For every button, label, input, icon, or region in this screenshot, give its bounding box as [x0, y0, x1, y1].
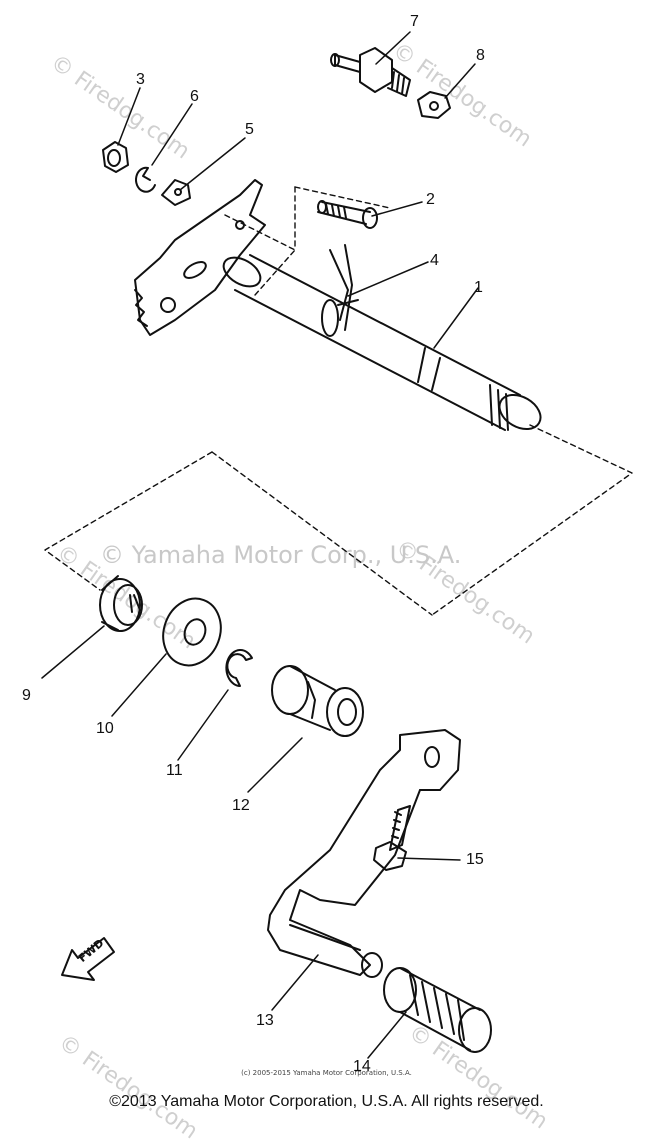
fwd-arrow — [61, 937, 115, 981]
callout-7: 7 — [410, 13, 419, 30]
e-clip-part-11 — [225, 649, 253, 687]
callout-15: 15 — [466, 851, 484, 868]
callout-11: 11 — [166, 762, 183, 779]
lock-washer-part-5 — [161, 179, 191, 206]
dashed-assembly-outline — [44, 186, 633, 616]
callout-9: 9 — [22, 687, 31, 704]
washer-part-8 — [417, 91, 451, 119]
callout-6: 6 — [190, 88, 199, 105]
small-copyright: (c) 2005-2015 Yamaha Motor Corporation, … — [241, 1069, 412, 1077]
callout-4: 4 — [430, 252, 439, 269]
flat-washer-part-10 — [162, 597, 222, 667]
callout-5: 5 — [245, 121, 254, 138]
leader-lines — [41, 31, 479, 1059]
shift-shaft-part-1 — [222, 254, 542, 431]
callout-14: 14 — [353, 1058, 371, 1075]
oil-seal-part-9 — [99, 575, 143, 632]
collar-part-12 — [271, 665, 364, 737]
callout-2: 2 — [426, 191, 435, 208]
diagram-drawing — [41, 31, 633, 1059]
spring-part-4 — [321, 244, 359, 337]
bolt-part-15 — [373, 805, 411, 871]
nut-part-3 — [102, 141, 129, 173]
shift-arm-plate — [134, 179, 266, 336]
center-copyright-watermark: © Yamaha Motor Corp., U.S.A. — [100, 541, 462, 569]
footer-copyright: ©2013 Yamaha Motor Corporation, U.S.A. A… — [109, 1093, 544, 1110]
callout-1: 1 — [474, 279, 483, 296]
callout-10: 10 — [96, 720, 114, 737]
bolt-part-7 — [330, 47, 411, 97]
pin-part-2 — [317, 200, 378, 229]
parts-diagram: © Firedog.com © Firedog.com © Firedog.co… — [22, 13, 633, 1144]
callout-12: 12 — [232, 797, 250, 814]
shift-pedal-part-13 — [267, 729, 461, 978]
rubber-part-14 — [383, 967, 492, 1053]
callout-3: 3 — [136, 71, 145, 88]
callout-8: 8 — [476, 47, 485, 64]
callout-13: 13 — [256, 1012, 274, 1029]
circlip-part-6 — [135, 166, 156, 193]
